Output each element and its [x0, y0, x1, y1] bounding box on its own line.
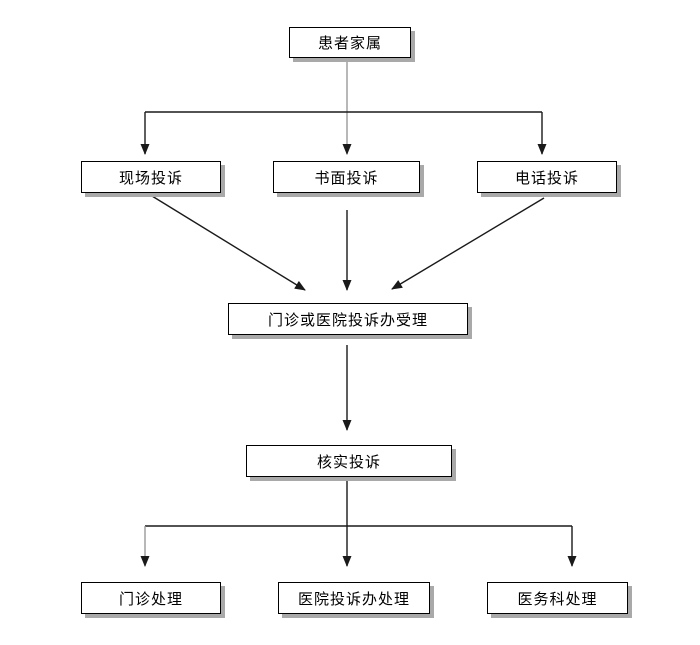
node-written-complaint-label: 书面投诉 [314, 168, 379, 187]
node-medical-affairs-handling: 医务科处理 [487, 582, 628, 614]
node-verify-complaint: 核实投诉 [246, 445, 452, 477]
node-written-complaint: 书面投诉 [273, 161, 420, 193]
node-outpatient-handling: 门诊处理 [81, 582, 221, 614]
node-verify-complaint-label: 核实投诉 [316, 452, 381, 471]
node-phone-complaint: 电话投诉 [477, 161, 617, 193]
node-outpatient-handling-label: 门诊处理 [118, 589, 183, 608]
connector-phone-to-intake [391, 197, 545, 290]
node-onsite-complaint-label: 现场投诉 [118, 168, 183, 187]
node-complaint-intake-label: 门诊或医院投诉办受理 [267, 310, 428, 329]
node-patient-family: 患者家属 [289, 27, 411, 58]
node-medical-affairs-handling-label: 医务科处理 [517, 589, 598, 608]
connector-onsite-to-intake [151, 195, 306, 291]
node-complaint-office-handling-label: 医院投诉办处理 [297, 589, 410, 608]
node-phone-complaint-label: 电话投诉 [514, 168, 579, 187]
node-complaint-intake: 门诊或医院投诉办受理 [228, 303, 468, 335]
node-patient-family-label: 患者家属 [317, 34, 382, 52]
node-complaint-office-handling: 医院投诉办处理 [278, 582, 430, 614]
node-onsite-complaint: 现场投诉 [81, 161, 221, 193]
